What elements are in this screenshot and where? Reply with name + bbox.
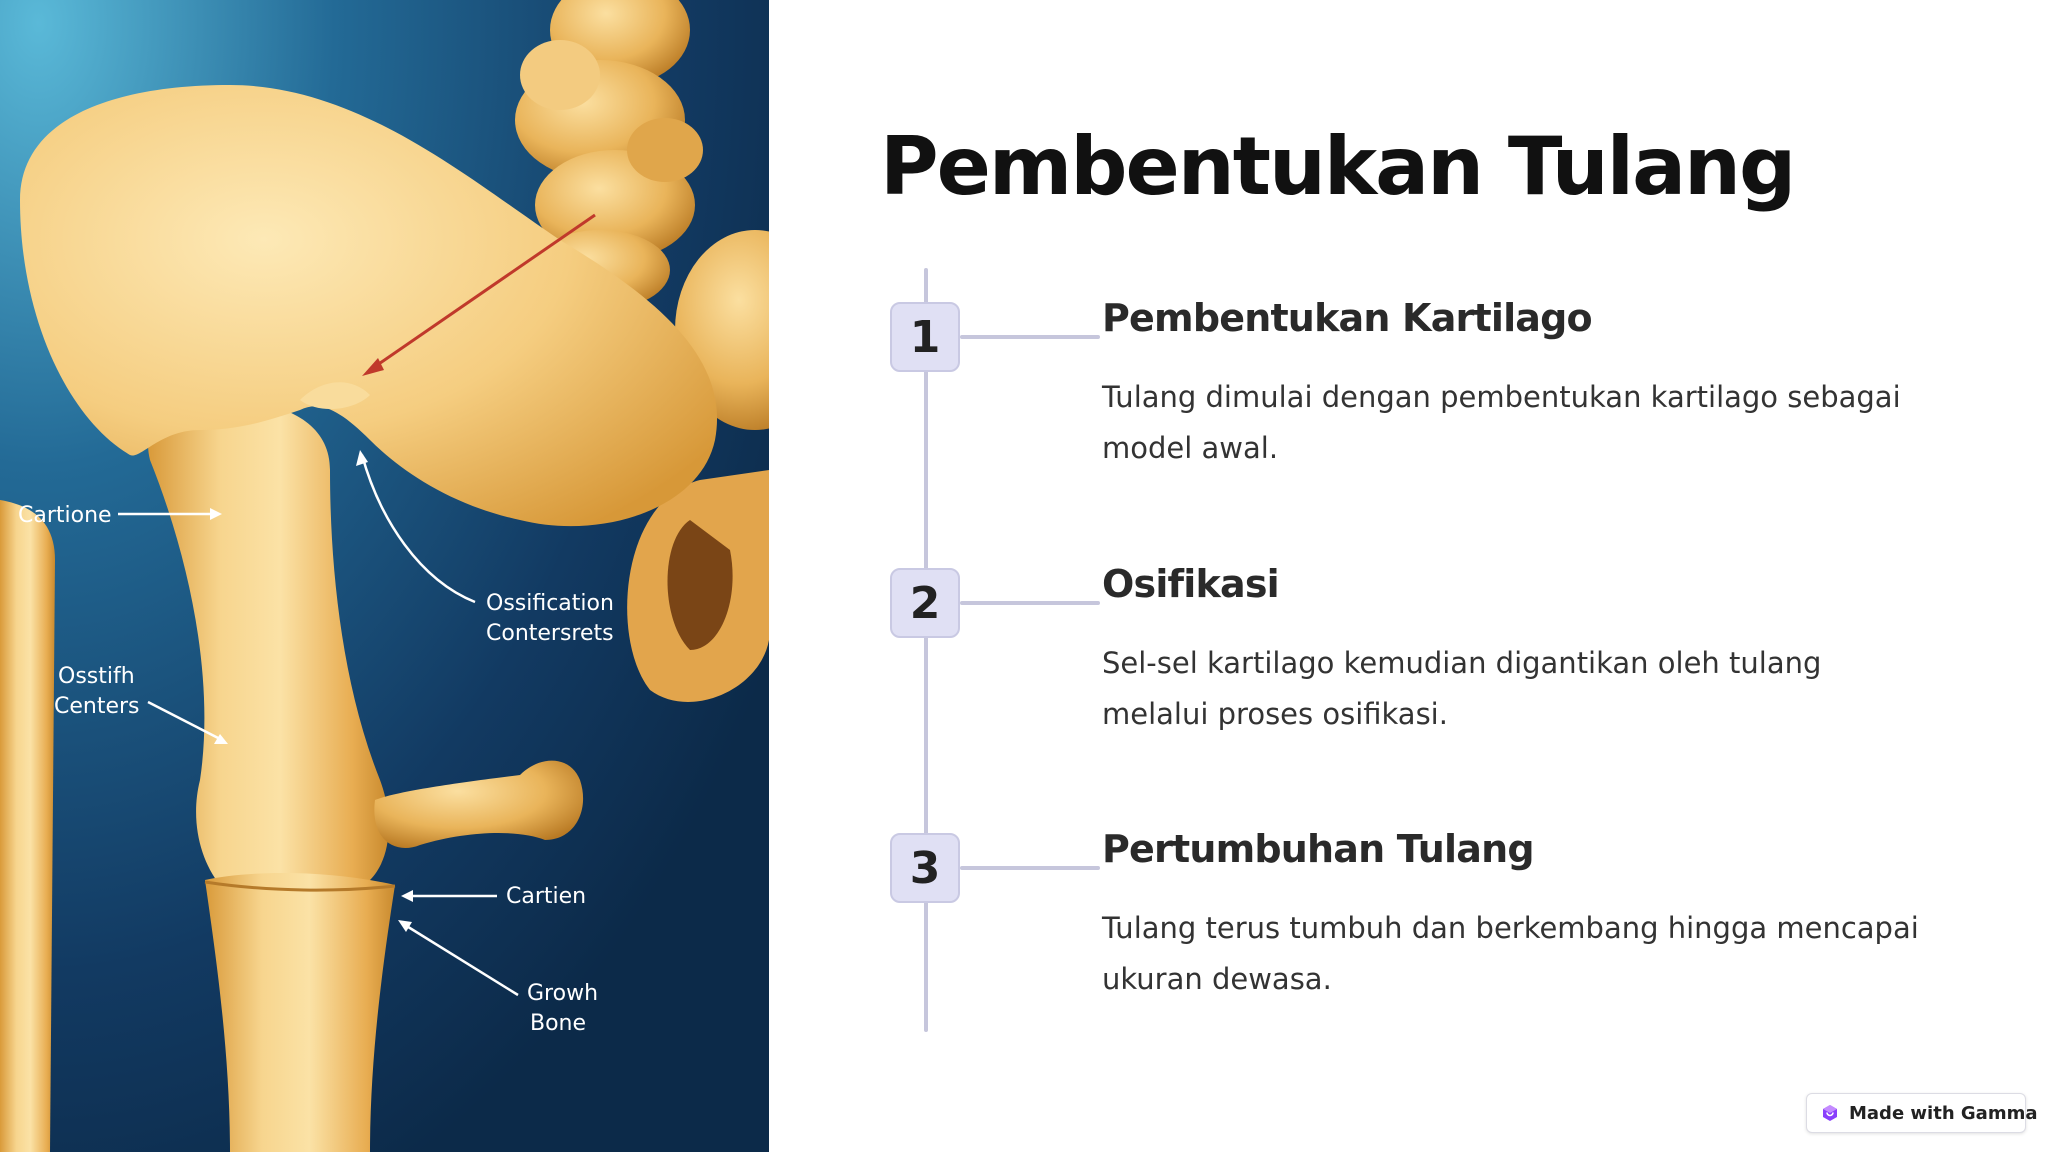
step-connector xyxy=(960,335,1100,339)
step-connector xyxy=(960,866,1100,870)
illustration-label-ossification: Ossification xyxy=(486,591,614,616)
step-number-badge: 2 xyxy=(890,568,960,638)
made-with-gamma-label: Made with Gamma xyxy=(1849,1102,2038,1124)
step-title: Osifikasi xyxy=(1102,562,1280,606)
step-title: Pembentukan Kartilago xyxy=(1102,296,1593,340)
step-title: Pertumbuhan Tulang xyxy=(1102,827,1535,871)
step-description: Tulang dimulai dengan pembentukan kartil… xyxy=(1102,380,1901,465)
bone-illustration: Cartione Ossification Contersrets Osstif… xyxy=(0,0,769,1152)
made-with-gamma-button[interactable]: Made with Gamma xyxy=(1806,1093,2037,1133)
small-bone-knob-shape xyxy=(374,760,584,848)
illustration-label-growh: Growh xyxy=(527,981,598,1006)
femur-shaft-shape xyxy=(148,400,389,885)
illustration-label-bone: Bone xyxy=(530,1011,586,1036)
illustration-label-centers: Centers xyxy=(54,694,140,719)
bone-head-shape xyxy=(20,85,718,527)
step-number-badge: 3 xyxy=(890,833,960,903)
illustration-label-contersrets: Contersrets xyxy=(486,621,614,646)
bone-illustration-svg: Cartione Ossification Contersrets Osstif… xyxy=(0,0,769,1152)
step-number-badge: 1 xyxy=(890,302,960,372)
illustration-label-osstifh: Osstifh xyxy=(58,664,135,689)
step-description: Tulang terus tumbuh dan berkembang hingg… xyxy=(1102,911,1919,996)
hip-bone-shape xyxy=(627,230,769,702)
step-description: Sel-sel kartilago kemudian digantikan ol… xyxy=(1102,646,1822,731)
timeline-line xyxy=(924,268,928,1032)
page-title: Pembentukan Tulang xyxy=(880,120,1796,213)
gamma-logo-icon xyxy=(1823,1105,1837,1121)
illustration-label-cartien: Cartien xyxy=(506,884,586,909)
left-bone-shape xyxy=(0,500,55,1152)
illustration-label-cartione: Cartione xyxy=(18,503,112,528)
step-connector xyxy=(960,601,1100,605)
lower-bone-shape xyxy=(205,873,395,1152)
